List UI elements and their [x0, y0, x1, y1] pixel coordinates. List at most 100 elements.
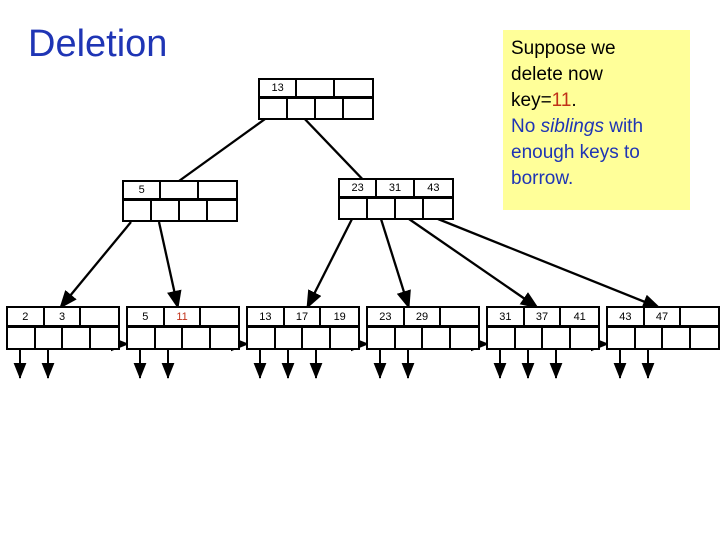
callout-key-value: 11 [551, 90, 572, 111]
leaf-3-pointer-2 [303, 328, 331, 348]
leaf-2-key-1: 11 [164, 308, 202, 325]
internal-right-pointer-2 [396, 199, 425, 218]
root-pointer-3 [344, 99, 373, 118]
root-node[interactable]: 13 [258, 78, 374, 120]
leaf-6-key-1: 47 [644, 308, 682, 325]
internal-left-pointer-3 [208, 201, 237, 220]
leaf-6-key-2 [681, 308, 718, 325]
leaf-node-1[interactable]: 2 3 [6, 306, 120, 350]
edge-internal-right-to-leaf-5 [408, 218, 539, 309]
leaf-1-pointer-0 [8, 328, 36, 348]
leaf-node-2[interactable]: 5 11 [126, 306, 240, 350]
leaf-node-4[interactable]: 23 29 [366, 306, 480, 350]
leaf-4-key-row: 23 29 [366, 306, 480, 328]
callout-line-2: delete now [511, 64, 603, 85]
root-pointer-0 [260, 99, 289, 118]
leaf-6-pointer-row [606, 328, 720, 350]
leaf-5-key-row: 31 37 41 [486, 306, 600, 328]
leaf-3-key-row: 13 17 19 [246, 306, 360, 328]
leaf-4-key-0: 23 [368, 308, 405, 325]
leaf-4-pointer-row [366, 328, 480, 350]
callout-line-3: key=11. [511, 88, 684, 114]
internal-node-left[interactable]: 5 [122, 180, 238, 222]
leaf-5-pointer-0 [488, 328, 516, 348]
callout-key-period: . [571, 90, 577, 111]
leaf-5-key-0: 31 [488, 308, 525, 325]
leaf-3-key-0: 13 [248, 308, 285, 325]
leaf-6-key-row: 43 47 [606, 306, 720, 328]
root-pointer-1 [288, 99, 317, 118]
leaf-1-key-1: 3 [44, 308, 82, 325]
leaf-4-pointer-3 [450, 328, 479, 348]
internal-left-pointer-row [122, 201, 238, 222]
leaf-4-key-1: 29 [404, 308, 442, 325]
leaf-2-key-0: 5 [128, 308, 165, 325]
callout-line-4: No siblings with [511, 114, 684, 140]
leaf-1-key-row: 2 3 [6, 306, 120, 328]
root-key-row: 13 [258, 78, 374, 99]
callout-line-4c: with [603, 116, 644, 137]
leaf-6-pointer-2 [663, 328, 691, 348]
edge-internal-left-to-leaf-1 [59, 221, 132, 309]
page-title: Deletion [28, 23, 168, 65]
leaf-node-3[interactable]: 13 17 19 [246, 306, 360, 350]
internal-right-pointer-3 [424, 199, 453, 218]
internal-right-key-2: 43 [414, 180, 452, 196]
internal-right-pointer-0 [340, 199, 369, 218]
internal-right-pointer-row [338, 199, 454, 220]
internal-left-key-row: 5 [122, 180, 238, 201]
callout-line-4a: No [511, 116, 541, 137]
leaf-6-pointer-3 [690, 328, 719, 348]
root-key-0: 13 [260, 80, 298, 96]
callout-key-label: key= [511, 90, 552, 111]
internal-right-key-row: 23 31 43 [338, 178, 454, 199]
internal-left-pointer-1 [152, 201, 181, 220]
internal-left-key-2 [198, 182, 236, 198]
edge-internal-left-to-leaf-2 [157, 221, 182, 310]
internal-right-pointer-1 [368, 199, 397, 218]
leaf-6-pointer-1 [635, 328, 664, 348]
leaf-2-pointer-0 [128, 328, 156, 348]
leaf-4-pointer-1 [395, 328, 424, 348]
leaf-1-pointer-row [6, 328, 120, 350]
leaf-3-pointer-0 [248, 328, 276, 348]
leaf-1-key-2 [81, 308, 118, 325]
leaf-1-pointer-2 [63, 328, 91, 348]
root-key-1 [297, 80, 335, 96]
leaf-6-pointer-0 [608, 328, 636, 348]
leaf-node-5[interactable]: 31 37 41 [486, 306, 600, 350]
leaf-4-pointer-2 [423, 328, 451, 348]
edge-internal-right-to-leaf-4 [379, 218, 411, 310]
edge-internal-right-to-leaf-6 [437, 217, 662, 310]
internal-left-key-0: 5 [124, 182, 162, 198]
leaf-1-key-0: 2 [8, 308, 45, 325]
leaf-node-6[interactable]: 43 47 [606, 306, 720, 350]
root-key-2 [334, 80, 372, 96]
leaf-5-pointer-row [486, 328, 600, 350]
internal-left-key-1 [161, 182, 199, 198]
leaf-3-pointer-row [246, 328, 360, 350]
leaf-5-pointer-2 [543, 328, 571, 348]
internal-node-right[interactable]: 23 31 43 [338, 178, 454, 220]
internal-right-key-1: 31 [377, 180, 415, 196]
leaf-4-key-2 [441, 308, 478, 325]
internal-left-pointer-0 [124, 201, 153, 220]
callout-line-5: enough keys to [511, 142, 640, 163]
leaf-1-pointer-3 [90, 328, 119, 348]
callout-line-6: borrow. [511, 168, 574, 189]
leaf-2-key-row: 5 11 [126, 306, 240, 328]
callout-line-1: Suppose we [511, 38, 616, 59]
root-pointer-2 [316, 99, 345, 118]
leaf-1-pointer-1 [35, 328, 64, 348]
leaf-2-pointer-2 [183, 328, 211, 348]
callout-line-4-emphasis: siblings [540, 116, 604, 137]
leaf-5-key-1: 37 [524, 308, 562, 325]
leaf-3-pointer-1 [275, 328, 304, 348]
root-pointer-row [258, 99, 374, 120]
edge-internal-right-to-leaf-3 [305, 218, 354, 310]
leaf-3-key-1: 17 [284, 308, 322, 325]
internal-right-key-0: 23 [340, 180, 378, 196]
leaf-5-key-2: 41 [561, 308, 598, 325]
leaf-4-pointer-0 [368, 328, 396, 348]
